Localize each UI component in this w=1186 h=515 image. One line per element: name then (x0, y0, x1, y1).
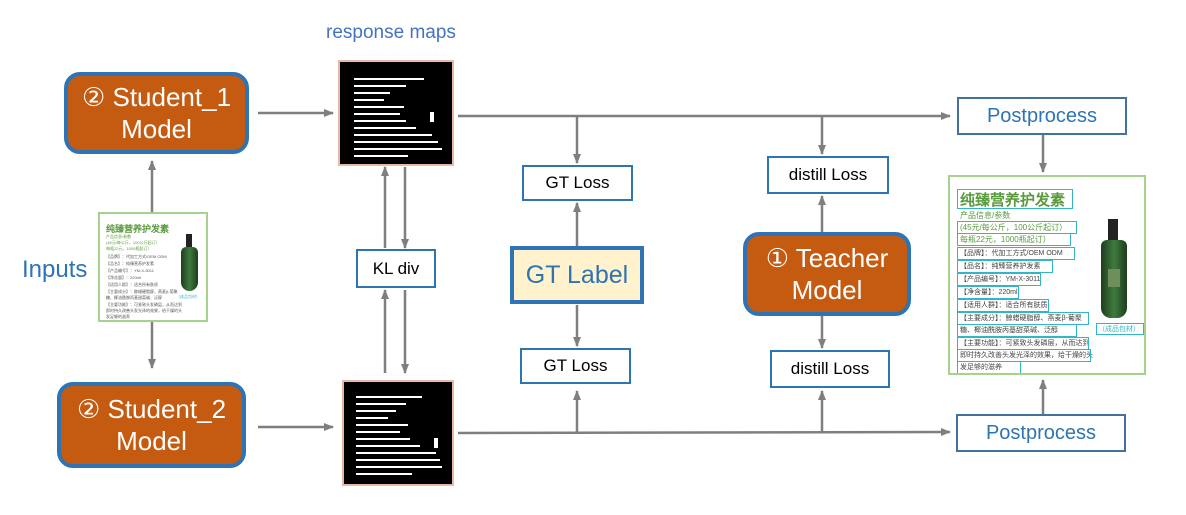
student-1-model: ② Student_1 Model (64, 72, 249, 154)
input-doc-line: 【品牌】：代加工方式/OEM ODM (106, 254, 167, 259)
student-1-line2: Model (121, 114, 192, 144)
detection-box (1096, 323, 1144, 335)
input-doc-line: 【主要成分】：鲸蜡硬脂醇、燕麦β-葡聚 (106, 289, 178, 294)
result-document: 纯臻营养护发素 产品信息/参数 (45元/每公斤，100公斤起订） 每瓶22元，… (948, 175, 1146, 375)
input-doc-line: 即时持久改善头发光泽的效果，给干燥的头 (106, 308, 182, 313)
response-maps-caption: response maps (326, 22, 456, 43)
gt-loss-bottom: GT Loss (520, 348, 631, 384)
input-doc-line: 【主要功能】：可紧致头发磷层，从而达到 (106, 302, 182, 307)
result-doc-badge: （成品包材） (1098, 326, 1140, 333)
bottle-label-icon (1108, 269, 1120, 287)
distill-loss-bottom: distill Loss (770, 350, 890, 388)
result-doc-line: (45元/每公斤，100公斤起订） (960, 223, 1068, 232)
postprocess-bottom: Postprocess (956, 414, 1126, 452)
gt-loss-top: GT Loss (522, 165, 633, 201)
input-doc-line: 每瓶22元，1000瓶起订） (106, 246, 152, 251)
input-doc-title: 纯臻营养护发素 (106, 224, 170, 234)
result-doc-line: 产品信息/参数 (960, 211, 1011, 220)
teacher-line2: Model (791, 275, 863, 305)
kl-div-box: KL div (356, 249, 436, 288)
teacher-model: ① Teacher Model (743, 232, 911, 316)
detection-box (957, 286, 1019, 299)
postprocess-top: Postprocess (957, 97, 1127, 135)
detection-box (957, 260, 1053, 273)
result-doc-line: 【品牌】：代加工方式/OEM ODM (960, 250, 1063, 257)
student-2-line1: ② Student_2 (76, 393, 227, 424)
detection-box (957, 299, 1049, 312)
inputs-label: Inputs (22, 256, 88, 283)
input-doc-line: 【适用人群】：适合所有肤质 (106, 282, 158, 287)
detection-box (957, 273, 1041, 286)
result-doc-line: 发足够的滋养 (960, 364, 1002, 371)
bottle-icon (181, 247, 198, 291)
detection-box (957, 233, 1071, 246)
response-map-1 (338, 60, 454, 166)
input-doc-line: 【产品编号】：YM-X-3011 (106, 268, 154, 273)
result-doc-line: 【主要成分】：鲸蜡硬脂醇、燕麦β-葡聚 (960, 315, 1082, 322)
detection-box (957, 361, 1021, 373)
response-map-2 (342, 380, 454, 486)
input-doc-badge: （成品包材） (176, 294, 200, 299)
result-doc-line: 【净含量】：220ml (960, 289, 1018, 296)
input-doc-line: 发足够的滋养 (106, 314, 130, 319)
input-doc-line: 产品信息/参数 (106, 234, 132, 239)
detection-box (957, 324, 1077, 337)
result-doc-line: 即时持久改善头发光泽的效果，给干燥的头 (960, 352, 1093, 359)
student-2-line2: Model (116, 426, 187, 456)
input-doc-line: 糖、椰油酰胺丙基甜菜碱、泛醇 (106, 295, 162, 300)
bottle-cap-icon (1108, 219, 1118, 241)
teacher-line1: ① Teacher (765, 242, 889, 273)
input-doc-line: (45元/每公斤，100公斤起订） (106, 240, 160, 245)
result-doc-line: 糖、椰油酰胺丙基甜菜碱、泛醇 (960, 327, 1058, 334)
student-1-line1: ② Student_1 (81, 81, 232, 112)
input-doc-line: 【品名】：纯臻营养护发素 (106, 261, 154, 266)
input-doc-line: 【净含量】：220ml (106, 275, 141, 280)
detection-box (957, 247, 1075, 260)
result-doc-line: 【主要功能】：可紧致头发磷层，从而达到 (960, 340, 1090, 347)
distill-loss-top: distill Loss (767, 156, 889, 194)
student-2-model: ② Student_2 Model (57, 382, 246, 468)
input-document: 纯臻营养护发素 产品信息/参数 (45元/每公斤，100公斤起订） 每瓶22元，… (98, 212, 208, 322)
result-doc-line: 【产品编号】：YM-X-3011 (960, 276, 1041, 283)
bottle-cap-icon (186, 234, 192, 248)
result-doc-line: 【品名】：纯臻营养护发素 (960, 263, 1041, 270)
result-doc-line: 【适用人群】：适合所有肤质 (960, 302, 1048, 309)
result-title-box (957, 189, 1073, 209)
result-doc-line: 每瓶22元，1000瓶起订） (960, 235, 1051, 244)
gt-label-box: GT Label (510, 246, 644, 304)
detection-box (957, 349, 1091, 362)
result-doc-title: 纯臻营养护发素 (960, 192, 1066, 209)
